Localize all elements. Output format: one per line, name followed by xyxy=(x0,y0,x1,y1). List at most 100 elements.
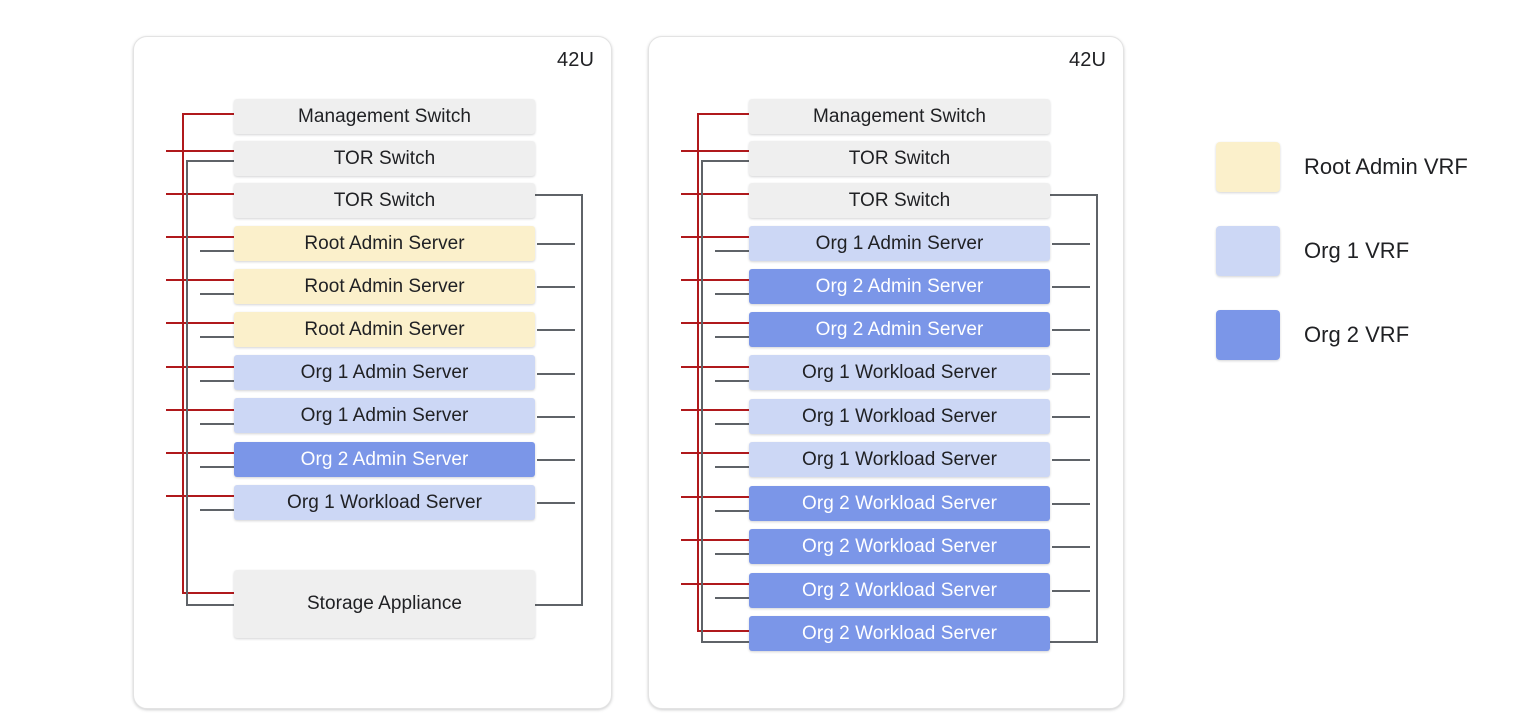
rack-2-unit-12[interactable]: Org 2 Workload Server xyxy=(749,616,1050,651)
rack-1-unit-10-label: Storage Appliance xyxy=(306,593,463,614)
rack-1-unit-9[interactable]: Org 1 Workload Server xyxy=(234,485,535,520)
rack2-data-out-9 xyxy=(1052,503,1090,505)
rack1-mgmt-stub-0 xyxy=(182,113,236,115)
rack-1-unit-4[interactable]: Root Admin Server xyxy=(234,269,535,304)
rack1-mgmt-stub-4 xyxy=(166,279,236,281)
rack1-data-out-5 xyxy=(537,329,575,331)
rack2-data-stub-9 xyxy=(715,510,751,512)
rack-2-unit-8-label: Org 1 Workload Server xyxy=(802,448,997,470)
rack2-data-out-5 xyxy=(1052,329,1090,331)
rack-2-unit-6-label: Org 1 Workload Server xyxy=(802,361,997,383)
rack1-data-out-3 xyxy=(537,243,575,245)
legend-swatch-0 xyxy=(1216,142,1280,192)
legend-label-1: Org 1 VRF xyxy=(1304,238,1410,263)
rack-1-unit-7[interactable]: Org 1 Admin Server xyxy=(234,398,535,433)
rack-2-unit-9-label: Org 2 Workload Server xyxy=(802,492,997,514)
rack2-data-stub-12 xyxy=(701,641,751,643)
rack-2-capacity-label: 42U xyxy=(1069,49,1106,71)
rack-1-unit-0[interactable]: Management Switch xyxy=(234,99,535,134)
rack2-data-out-3 xyxy=(1052,243,1090,245)
rack-1-unit-10[interactable]: Storage Appliance xyxy=(234,570,535,638)
legend-label-2: Org 2 VRF xyxy=(1304,322,1410,347)
rack1-data-stub-3 xyxy=(200,250,236,252)
rack-2-unit-3[interactable]: Org 1 Admin Server xyxy=(749,226,1050,261)
rack-1-unit-3[interactable]: Root Admin Server xyxy=(234,226,535,261)
rack-2-unit-1-label: TOR Switch xyxy=(848,147,951,169)
rack-1-unit-7-label: Org 1 Admin Server xyxy=(300,404,469,426)
legend-item-1: Org 1 VRF xyxy=(1216,226,1506,276)
rack-1-unit-6-label: Org 1 Admin Server xyxy=(300,361,469,383)
rack-2-unit-4-label: Org 2 Admin Server xyxy=(815,275,984,297)
rack-2-unit-5-label: Org 2 Admin Server xyxy=(815,318,984,340)
rack-1-unit-8-label: Org 2 Admin Server xyxy=(300,448,469,470)
legend-item-2: Org 2 VRF xyxy=(1216,310,1506,360)
rack2-data-bus-right xyxy=(1096,194,1098,642)
rack-1-unit-8[interactable]: Org 2 Admin Server xyxy=(234,442,535,477)
rack-1-unit-9-label: Org 1 Workload Server xyxy=(287,491,482,513)
rack-1-unit-6[interactable]: Org 1 Admin Server xyxy=(234,355,535,390)
rack1-mgmt-stub-8 xyxy=(166,452,236,454)
vrf-legend: Root Admin VRF Org 1 VRF Org 2 VRF xyxy=(1216,142,1506,360)
rack-2-unit-3-label: Org 1 Admin Server xyxy=(815,232,984,254)
rack1-mgmt-bus xyxy=(182,113,184,593)
rack2-data-out-7 xyxy=(1052,416,1090,418)
rack-2-unit-2-label: TOR Switch xyxy=(848,189,951,211)
rack2-mgmt-stub-7 xyxy=(681,409,751,411)
rack2-mgmt-stub-4 xyxy=(681,279,751,281)
rack1-data-out-6 xyxy=(537,373,575,375)
rack2-uplink-tor2 xyxy=(1048,194,1098,196)
rack-2-unit-2[interactable]: TOR Switch xyxy=(749,183,1050,218)
rack-1-unit-0-label: Management Switch xyxy=(298,105,471,127)
rack2-mgmt-stub-1 xyxy=(681,150,751,152)
rack2-mgmt-stub-6 xyxy=(681,366,751,368)
rack-2-unit-11[interactable]: Org 2 Workload Server xyxy=(749,573,1050,608)
rack-1-unit-3-label: Root Admin Server xyxy=(304,232,465,254)
rack2-mgmt-stub-8 xyxy=(681,452,751,454)
rack1-data-stub-9 xyxy=(200,509,236,511)
rack1-data-out-9 xyxy=(537,502,575,504)
rack-1-unit-4-label: Root Admin Server xyxy=(304,275,465,297)
rack-2-unit-4[interactable]: Org 2 Admin Server xyxy=(749,269,1050,304)
rack1-data-stub-5 xyxy=(200,336,236,338)
rack1-mgmt-stub-2 xyxy=(166,193,236,195)
rack1-mgmt-stub-3 xyxy=(166,236,236,238)
rack-2-unit-5[interactable]: Org 2 Admin Server xyxy=(749,312,1050,347)
rack2-data-out-6 xyxy=(1052,373,1090,375)
rack1-data-bus-right xyxy=(581,194,583,606)
rack1-uplink-tor2 xyxy=(533,194,583,196)
rack-2-unit-0[interactable]: Management Switch xyxy=(749,99,1050,134)
rack1-mgmt-stub-9 xyxy=(166,495,236,497)
rack2-data-stub-3 xyxy=(715,250,751,252)
rack2-mgmt-stub-0 xyxy=(697,113,751,115)
legend-item-0: Root Admin VRF xyxy=(1216,142,1506,192)
rack-1-unit-1[interactable]: TOR Switch xyxy=(234,141,535,176)
rack2-mgmt-stub-11 xyxy=(681,583,751,585)
rack1-mgmt-stub-6 xyxy=(166,366,236,368)
rack-1-unit-5[interactable]: Root Admin Server xyxy=(234,312,535,347)
legend-swatch-1 xyxy=(1216,226,1280,276)
rack1-mgmt-stub-7 xyxy=(166,409,236,411)
rack2-mgmt-stub-5 xyxy=(681,322,751,324)
rack2-data-stub-5 xyxy=(715,336,751,338)
rack2-mgmt-stub-12 xyxy=(697,630,751,632)
rack-2-unit-7[interactable]: Org 1 Workload Server xyxy=(749,399,1050,434)
rack1-mgmt-stub-5 xyxy=(166,322,236,324)
rack-1-capacity-label: 42U xyxy=(557,49,594,71)
rack-2-unit-12-label: Org 2 Workload Server xyxy=(802,622,997,644)
rack2-data-stub-6 xyxy=(715,380,751,382)
rack-2-unit-0-label: Management Switch xyxy=(813,105,986,127)
rack-2-unit-11-label: Org 2 Workload Server xyxy=(802,579,997,601)
rack2-data-stub-1 xyxy=(701,160,751,162)
legend-label-0: Root Admin VRF xyxy=(1304,154,1468,179)
rack1-data-out-7 xyxy=(537,416,575,418)
rack2-data-out-4 xyxy=(1052,286,1090,288)
rack-2-unit-10[interactable]: Org 2 Workload Server xyxy=(749,529,1050,564)
rack-1-unit-2[interactable]: TOR Switch xyxy=(234,183,535,218)
rack1-data-stub-7 xyxy=(200,423,236,425)
rack-2-unit-10-label: Org 2 Workload Server xyxy=(802,535,997,557)
rack-2-unit-8[interactable]: Org 1 Workload Server xyxy=(749,442,1050,477)
rack2-mgmt-stub-9 xyxy=(681,496,751,498)
rack-2-unit-9[interactable]: Org 2 Workload Server xyxy=(749,486,1050,521)
rack-2-unit-6[interactable]: Org 1 Workload Server xyxy=(749,355,1050,390)
rack-2-unit-1[interactable]: TOR Switch xyxy=(749,141,1050,176)
